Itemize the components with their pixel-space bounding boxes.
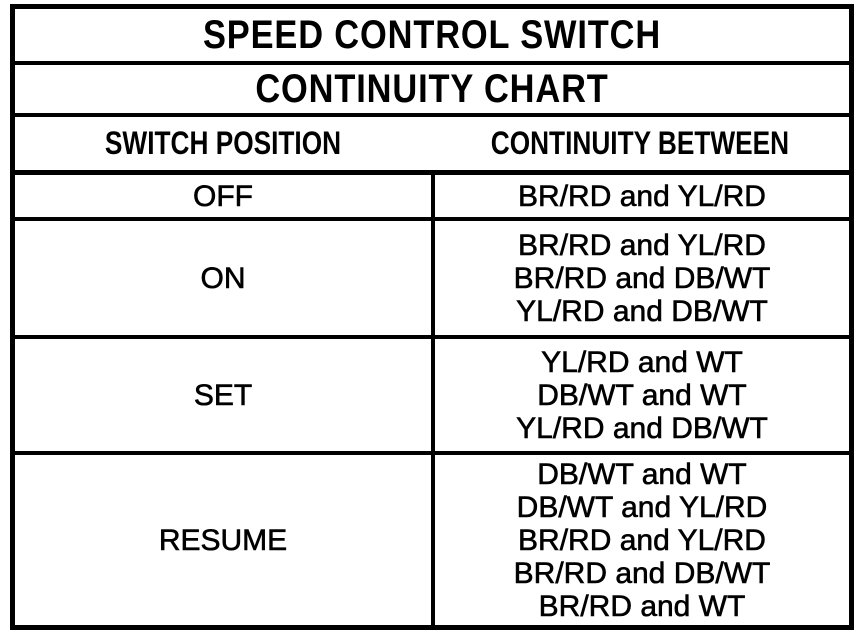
- continuity-line: BR/RD and WT: [538, 589, 746, 623]
- table-row: RESUME DB/WT and WT DB/WT and YL/RD BR/R…: [15, 455, 849, 625]
- continuity-line: DB/WT and WT: [537, 378, 747, 412]
- continuity-line: BR/RD and DB/WT: [513, 261, 771, 295]
- position-cell: ON: [15, 221, 431, 335]
- position-cell: RESUME: [15, 455, 431, 625]
- continuity-line: YL/RD and WT: [541, 345, 743, 379]
- chart-subtitle-row: CONTINUITY CHART: [15, 65, 849, 117]
- continuity-line: YL/RD and DB/WT: [516, 294, 768, 328]
- continuity-cell: BR/RD and YL/RD: [431, 175, 849, 217]
- continuity-line: DB/WT and YL/RD: [516, 490, 768, 524]
- position-label: RESUME: [158, 523, 288, 557]
- header-cell-continuity: CONTINUITY BETWEEN: [431, 117, 849, 170]
- header-continuity-between: CONTINUITY BETWEEN: [490, 125, 790, 161]
- continuity-line: BR/RD and DB/WT: [513, 556, 771, 590]
- table-row: ON BR/RD and YL/RD BR/RD and DB/WT YL/RD…: [15, 221, 849, 339]
- continuity-line: BR/RD and YL/RD: [518, 228, 766, 262]
- table-row: SET YL/RD and WT DB/WT and WT YL/RD and …: [15, 339, 849, 455]
- chart-subtitle: CONTINUITY CHART: [255, 66, 609, 111]
- position-cell: OFF: [15, 175, 431, 217]
- continuity-line: BR/RD and YL/RD: [518, 179, 766, 213]
- position-cell: SET: [15, 339, 431, 451]
- table-row: OFF BR/RD and YL/RD: [15, 175, 849, 221]
- continuity-chart-table: SPEED CONTROL SWITCH CONTINUITY CHART SW…: [10, 4, 854, 630]
- chart-title-row: SPEED CONTROL SWITCH: [15, 9, 849, 65]
- header-switch-position: SWITCH POSITION: [104, 125, 342, 161]
- column-header-row: SWITCH POSITION CONTINUITY BETWEEN: [15, 117, 849, 175]
- header-cell-position: SWITCH POSITION: [15, 117, 431, 170]
- continuity-cell: DB/WT and WT DB/WT and YL/RD BR/RD and Y…: [431, 455, 849, 625]
- position-label: ON: [200, 261, 246, 295]
- continuity-cell: BR/RD and YL/RD BR/RD and DB/WT YL/RD an…: [431, 221, 849, 335]
- continuity-cell: YL/RD and WT DB/WT and WT YL/RD and DB/W…: [431, 339, 849, 451]
- position-label: OFF: [193, 179, 254, 213]
- continuity-line: DB/WT and WT: [537, 457, 747, 491]
- continuity-line: YL/RD and DB/WT: [516, 411, 768, 445]
- position-label: SET: [193, 378, 253, 412]
- continuity-line: BR/RD and YL/RD: [518, 523, 766, 557]
- chart-title: SPEED CONTROL SWITCH: [202, 12, 662, 57]
